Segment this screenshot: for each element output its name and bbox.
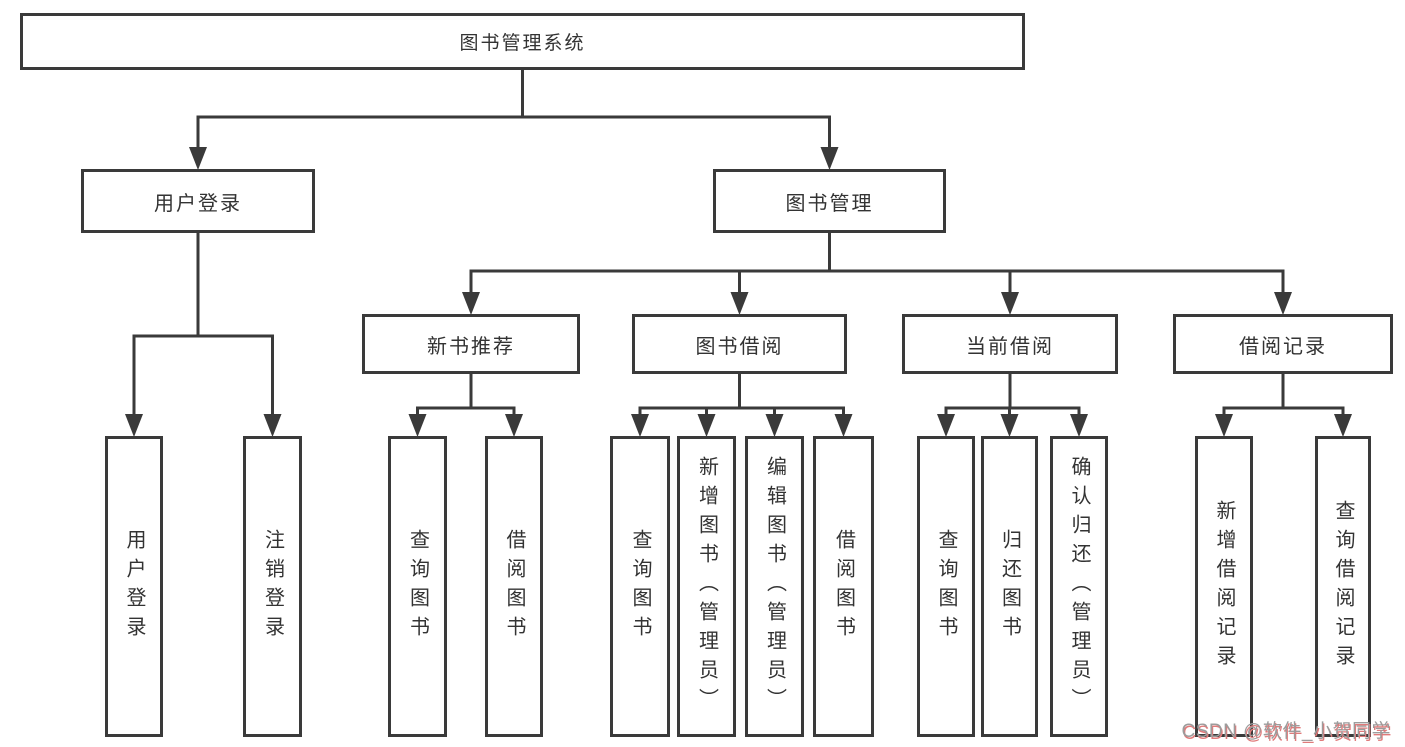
node-label: 借阅记录 (1239, 335, 1327, 358)
leaf-query-borrow-record: 查询借阅记录 (1315, 436, 1371, 737)
node-label: 图书借阅 (695, 335, 784, 358)
node-label: 新增借阅记录 (1213, 499, 1235, 674)
leaf-add-books-admin: 新增图书（管理员） (677, 436, 736, 737)
leaf-return-books: 归还图书 (981, 436, 1038, 737)
node-label: 新增图书（管理员） (695, 456, 718, 717)
node-label: 当前借阅 (966, 335, 1054, 358)
leaf-query-books: 查询图书 (917, 436, 975, 737)
node-label: 图书管理 (785, 192, 874, 215)
node-label: 查询图书 (629, 528, 651, 645)
node-current-borrowing: 当前借阅 (902, 314, 1118, 374)
node-label: 注销登录 (261, 528, 284, 645)
leaf-confirm-return-admin: 确认归还（管理员） (1050, 436, 1108, 737)
node-book-management: 图书管理 (713, 169, 946, 233)
leaf-borrow-books: 借阅图书 (485, 436, 543, 737)
csdn-watermark: CSDN @软件_小贺同学 (1181, 721, 1391, 742)
leaf-query-books: 查询图书 (610, 436, 670, 737)
node-new-book-recommendation: 新书推荐 (362, 314, 580, 374)
node-label: 归还图书 (998, 528, 1021, 645)
node-label: 新书推荐 (427, 335, 515, 358)
leaf-user-login: 用户登录 (105, 436, 163, 737)
node-borrowing-records: 借阅记录 (1173, 314, 1393, 374)
leaf-query-books: 查询图书 (388, 436, 447, 737)
node-label: 借阅图书 (503, 528, 525, 645)
node-label: 查询借阅记录 (1332, 499, 1354, 674)
node-label: 用户登录 (154, 192, 242, 215)
leaf-add-borrow-record: 新增借阅记录 (1195, 436, 1253, 737)
node-label: 确认归还（管理员） (1068, 456, 1090, 717)
node-label: 查询图书 (406, 528, 429, 645)
node-user-login: 用户登录 (81, 169, 315, 233)
node-label: 图书管理系统 (459, 33, 586, 54)
node-label: 编辑图书（管理员） (763, 456, 786, 717)
node-label: 用户登录 (123, 528, 145, 645)
leaf-borrow-books: 借阅图书 (813, 436, 874, 737)
node-label: 借阅图书 (832, 528, 855, 645)
node-book-borrowing: 图书借阅 (632, 314, 847, 374)
node-library-management-system: 图书管理系统 (20, 13, 1025, 70)
node-label: 查询图书 (935, 528, 957, 645)
leaf-edit-books-admin: 编辑图书（管理员） (745, 436, 804, 737)
leaf-logout: 注销登录 (243, 436, 302, 737)
